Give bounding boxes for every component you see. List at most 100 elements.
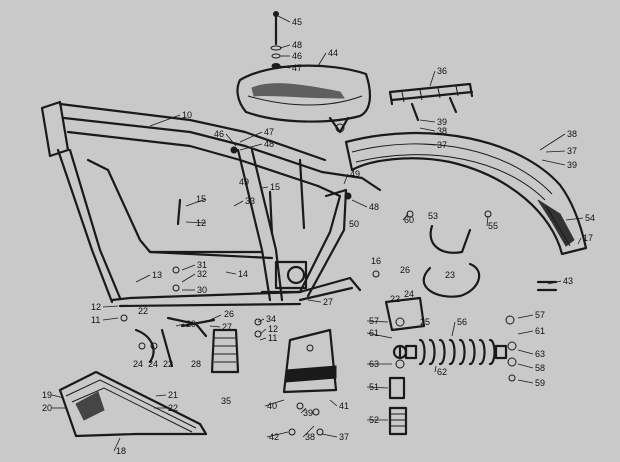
rear-mudguard xyxy=(344,132,588,256)
callout-27: 27 xyxy=(222,322,232,332)
callout-15: 15 xyxy=(270,182,280,192)
callout-39: 39 xyxy=(567,160,577,170)
callout-23: 23 xyxy=(445,270,455,280)
callout-15: 15 xyxy=(196,194,206,204)
callout-27: 27 xyxy=(323,297,333,307)
callout-17: 17 xyxy=(583,233,593,243)
brackets xyxy=(120,158,558,436)
leader-line xyxy=(233,200,244,207)
callout-40: 40 xyxy=(267,401,277,411)
leader-line xyxy=(539,133,566,151)
leader-line xyxy=(321,433,338,438)
callout-62: 62 xyxy=(437,367,447,377)
callout-13: 13 xyxy=(152,270,162,280)
callout-59: 59 xyxy=(535,378,545,388)
leader-line xyxy=(429,70,436,87)
leader-line xyxy=(434,365,437,373)
leader-line xyxy=(113,437,121,452)
leader-line xyxy=(209,314,222,321)
leader-line xyxy=(181,273,196,283)
leader-line xyxy=(351,199,368,208)
leader-line xyxy=(261,186,269,189)
leader-line xyxy=(541,159,566,166)
leader-line xyxy=(257,318,265,323)
callout-58: 58 xyxy=(535,363,545,373)
leader-line xyxy=(185,198,207,207)
callout-26: 26 xyxy=(224,309,234,319)
callout-11: 11 xyxy=(268,333,277,343)
leader-line xyxy=(185,221,207,224)
leader-line xyxy=(343,173,349,185)
callout-30: 30 xyxy=(197,285,207,295)
callout-55: 55 xyxy=(488,221,498,231)
callout-22: 22 xyxy=(163,359,173,369)
leader-line xyxy=(547,280,562,285)
callout-29: 29 xyxy=(186,319,196,329)
leader-line xyxy=(545,150,566,153)
leader-line xyxy=(307,299,322,303)
undertray xyxy=(58,370,208,438)
callout-57: 57 xyxy=(369,316,379,326)
leader-line xyxy=(225,133,237,147)
callout-18: 18 xyxy=(116,446,126,456)
callout-50: 50 xyxy=(349,219,359,229)
callout-labels: 45 48 46 47 44 36 10 46 47 48 49 39 38 3… xyxy=(42,17,595,456)
leader-line xyxy=(102,305,119,308)
leader-line xyxy=(181,264,196,271)
callout-51: 51 xyxy=(369,382,379,392)
callout-25: 25 xyxy=(420,317,430,327)
callout-39: 39 xyxy=(437,117,447,127)
leader-line xyxy=(264,399,285,407)
rear-shock-absorber xyxy=(392,338,508,366)
callout-39: 39 xyxy=(303,408,313,418)
leader-line xyxy=(486,215,489,227)
callout-42: 42 xyxy=(269,432,279,442)
callout-47: 47 xyxy=(292,63,302,73)
leader-line xyxy=(209,325,221,328)
callout-47: 47 xyxy=(264,127,274,137)
callout-52: 52 xyxy=(369,415,379,425)
leader-line xyxy=(517,379,534,384)
callout-leaders xyxy=(51,15,584,452)
leader-line xyxy=(300,407,307,414)
callout-31: 31 xyxy=(197,260,207,270)
leader-line xyxy=(329,399,338,407)
callout-12: 12 xyxy=(268,324,278,334)
callout-24: 24 xyxy=(133,359,143,369)
leader-line xyxy=(51,394,65,399)
leader-line xyxy=(225,271,237,275)
leader-line xyxy=(517,314,534,319)
callout-22: 22 xyxy=(138,306,148,316)
leader-line xyxy=(259,328,267,335)
leader-line xyxy=(565,217,584,221)
callout-54: 54 xyxy=(585,213,595,223)
head-tube xyxy=(40,100,70,158)
callout-46: 46 xyxy=(214,129,224,139)
leader-line xyxy=(259,337,267,341)
main-frame xyxy=(40,100,382,308)
rear-carrier xyxy=(388,82,474,122)
callout-12: 12 xyxy=(91,302,101,312)
leader-line xyxy=(266,431,289,438)
callout-32: 32 xyxy=(197,269,207,279)
callout-12: 12 xyxy=(196,218,206,228)
leader-line xyxy=(317,52,327,67)
callout-49: 49 xyxy=(239,177,249,187)
callout-44: 44 xyxy=(328,48,338,58)
callout-19: 19 xyxy=(42,390,52,400)
leader-line xyxy=(149,114,181,127)
pivot-lug xyxy=(286,265,306,285)
leader-line xyxy=(102,317,119,321)
callout-24: 24 xyxy=(148,359,158,369)
leader-line xyxy=(517,349,534,355)
callout-38: 38 xyxy=(437,126,447,136)
leader-line xyxy=(175,323,185,327)
saddle-bolt-stack xyxy=(270,11,282,69)
callout-45: 45 xyxy=(292,17,302,27)
leader-line xyxy=(419,119,436,123)
leader-line xyxy=(239,143,263,151)
toolbox xyxy=(282,328,338,394)
callout-20: 20 xyxy=(42,403,52,413)
callout-57: 57 xyxy=(535,310,545,320)
leader-line xyxy=(451,321,456,337)
